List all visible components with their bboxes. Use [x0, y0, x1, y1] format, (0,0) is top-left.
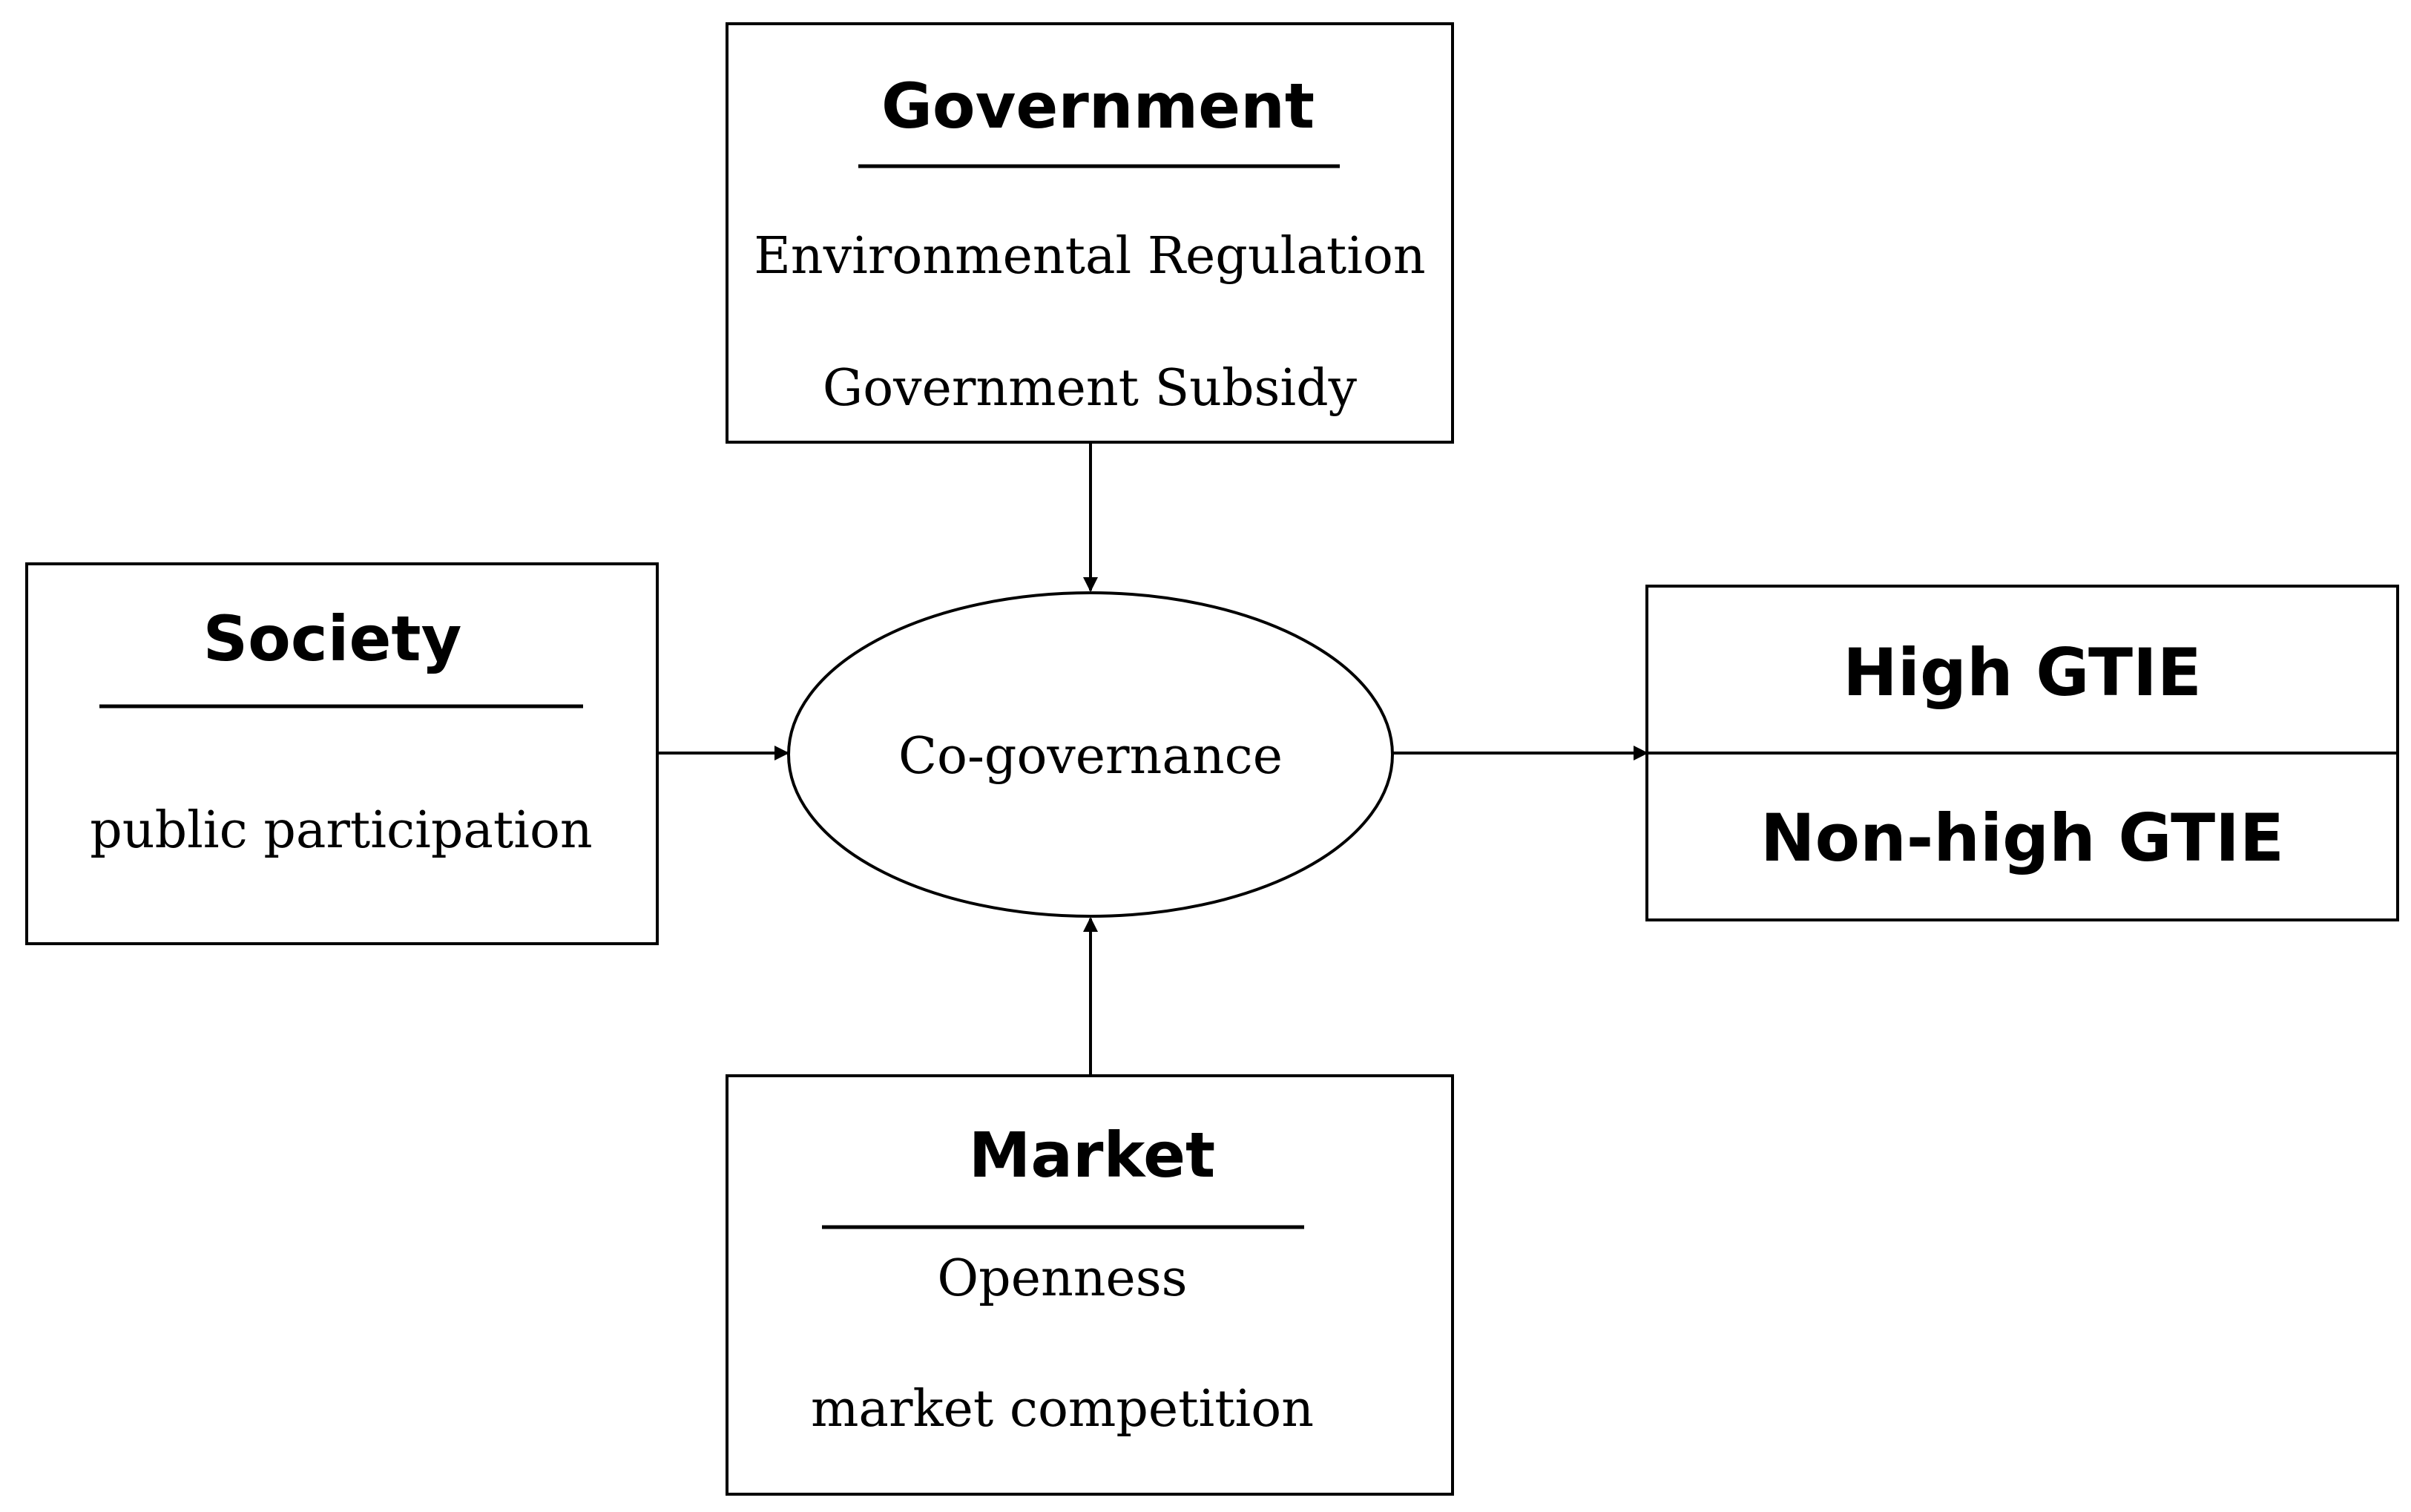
outcome-box: High GTIE Non-high GTIE: [1645, 585, 2399, 921]
government-title: Government: [881, 70, 1315, 142]
market-item-market-competition: market competition: [811, 1380, 1314, 1439]
outcome-non-high-gtie: Non-high GTIE: [1760, 800, 2284, 876]
outcome-high-gtie: High GTIE: [1843, 634, 2202, 711]
market-box: Market Openness market competition: [726, 1074, 1454, 1496]
co-governance-label: Co-governance: [898, 727, 1283, 786]
society-item-public-participation: public participation: [90, 801, 592, 860]
market-title: Market: [969, 1119, 1215, 1191]
government-box: Government Environmental Regulation Gove…: [726, 22, 1454, 444]
society-title: Society: [203, 602, 462, 675]
government-item-environmental-regulation: Environmental Regulation: [754, 227, 1425, 286]
co-governance-node: Co-governance: [787, 591, 1394, 918]
market-item-openness: Openness: [937, 1249, 1187, 1308]
society-box: Society public participation: [25, 562, 659, 945]
government-item-government-subsidy: Government Subsidy: [823, 359, 1358, 418]
